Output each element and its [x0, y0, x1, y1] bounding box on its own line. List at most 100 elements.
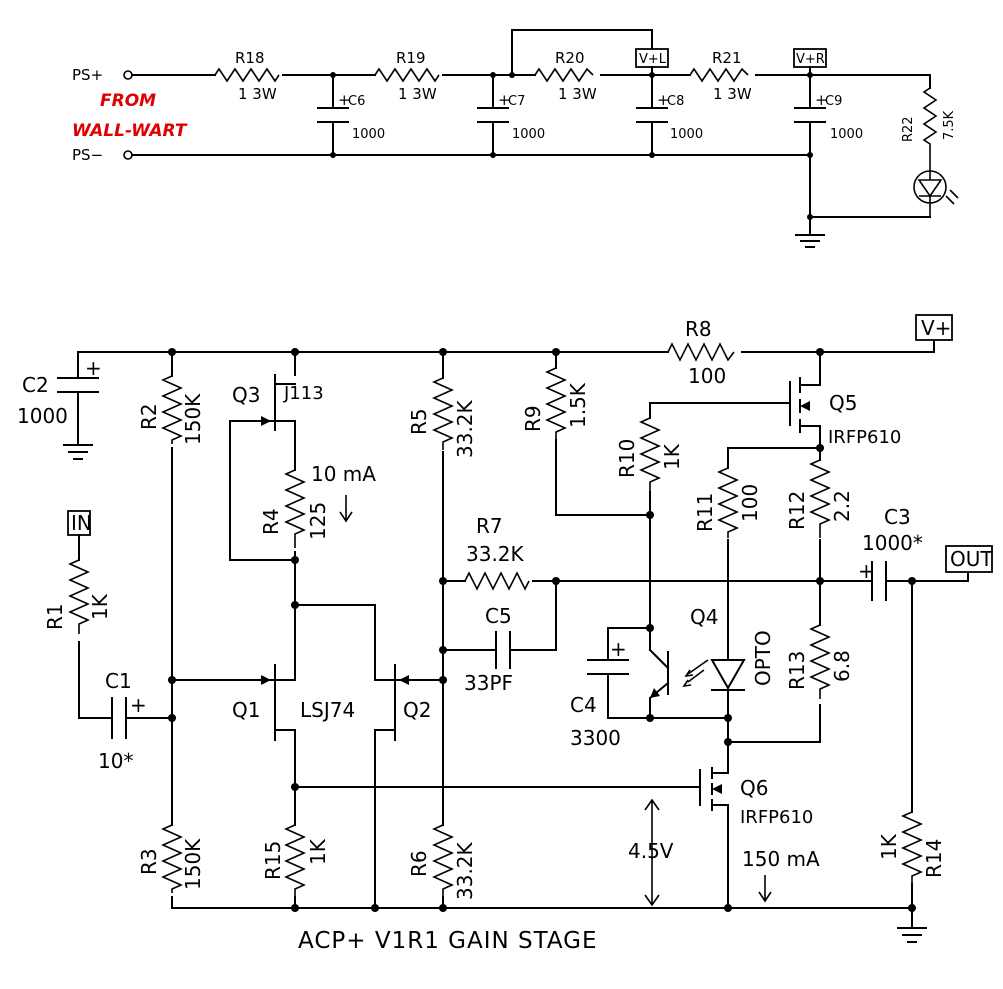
r15-ref: R15 [261, 841, 285, 880]
q1-jfet [274, 664, 296, 826]
diagram-title: ACP+ V1R1 GAIN STAGE [298, 928, 598, 954]
q3-part: J113 [283, 383, 324, 404]
q4-opto-coupler [648, 648, 746, 769]
q3-gate-wire [229, 420, 296, 561]
r15-resistor [284, 824, 306, 905]
from-label: FROM [100, 91, 156, 111]
r22-ref: R22 [901, 116, 916, 142]
q5-source-wire [799, 425, 821, 449]
r8-ref: R8 [685, 317, 712, 341]
r21-ref: R21 [712, 49, 742, 67]
current-150ma-label: 150 mA [742, 847, 820, 871]
r18-resistor [214, 67, 280, 83]
q6-mosfet [699, 741, 729, 909]
q4-ref: Q4 [690, 605, 718, 629]
c4-capacitor [587, 659, 629, 675]
r20-resistor [534, 67, 594, 83]
c4-value: 3300 [570, 726, 621, 750]
q3-ref: Q3 [232, 383, 260, 407]
c6-capacitor [317, 74, 349, 156]
r19-resistor [374, 67, 440, 83]
r9-value: 1.5K [566, 382, 590, 428]
q3-gate-arrow-icon [261, 416, 271, 426]
r7-resistor [464, 571, 530, 591]
ps-plus-label: PS+ [72, 66, 103, 84]
input-label: IN [71, 511, 92, 535]
output-ground-icon [897, 927, 927, 943]
c7-value: 1000 [512, 127, 545, 142]
r11-value: 100 [738, 484, 762, 522]
r18-value: 1 3W [238, 85, 277, 103]
r7-ref: R7 [476, 514, 503, 538]
r1-value: 1K [88, 593, 112, 620]
r4-ref: R4 [259, 508, 283, 535]
ps-minus-label: PS− [72, 146, 103, 164]
q2-drain-wire [294, 604, 376, 681]
r14-value: 1K [877, 833, 901, 860]
r15-value: 1K [306, 838, 330, 865]
r11-resistor [717, 467, 739, 538]
vplus-rail [77, 339, 935, 353]
c2-ground-icon [63, 444, 93, 460]
r13-value: 6.8 [830, 650, 854, 682]
c5-ref: C5 [485, 604, 512, 628]
q5-arrow-icon [800, 401, 810, 411]
r12-resistor [809, 459, 831, 538]
output-wire [885, 571, 969, 582]
led-indicator-icon [913, 170, 959, 217]
r21-resistor [689, 67, 749, 83]
c9-ref: C9 [825, 94, 842, 109]
r11-ref: R11 [693, 493, 717, 532]
voltage-arrow-icon [644, 798, 660, 907]
dual-jfet-part: LSJ74 [300, 698, 355, 722]
ps-minus-terminal [123, 150, 133, 160]
current-10ma-arrow-icon [339, 495, 353, 523]
c8-ref: C8 [667, 94, 684, 109]
r20-ref: R20 [555, 49, 585, 67]
gain-junction-dots [168, 348, 916, 912]
r13-wire [727, 704, 821, 743]
supply-ground-wire [809, 154, 931, 236]
r5-resistor [432, 377, 454, 450]
c1-plus: + [130, 693, 147, 717]
q6-arrow-icon [712, 784, 722, 794]
c4-ref: C4 [570, 693, 597, 717]
c7-capacitor [477, 74, 509, 156]
q3-jfet [274, 351, 296, 471]
r3-value: 150K [181, 838, 205, 890]
r4-value: 125 [306, 502, 330, 540]
r6-ref: R6 [407, 850, 431, 877]
c3-ref: C3 [884, 505, 911, 529]
r12-value: 2.2 [830, 490, 854, 522]
r14-resistor [901, 811, 923, 892]
voltage-45-label: 4.5V [628, 839, 674, 863]
c8-capacitor [636, 74, 668, 156]
r6-resistor [432, 824, 454, 905]
c3-plus: + [858, 559, 875, 583]
r5-value: 33.2K [453, 399, 477, 458]
supply-ground-icon [795, 234, 825, 248]
gain-stage-section: V+ + C2 1000 R2 150K R3 150K IN R1 1K C1… [17, 314, 993, 954]
c4-wire [607, 627, 729, 719]
r3-ref: R3 [137, 848, 161, 875]
c1-value: 10* [98, 749, 133, 773]
r19-value: 1 3W [398, 85, 437, 103]
c7-plus: + [498, 91, 511, 109]
r2-value: 150K [181, 393, 205, 445]
c5-wire [442, 580, 557, 651]
q1-ref: Q1 [232, 698, 260, 722]
r13-ref: R13 [785, 651, 809, 690]
c1-ref: C1 [105, 669, 132, 693]
current-10ma-label: 10 mA [311, 462, 376, 486]
r9-wire [555, 351, 651, 516]
q1-gate-arrow-icon [261, 675, 271, 685]
r10-value: 1K [660, 443, 684, 470]
r4-resistor [284, 469, 306, 548]
r2-ref: R2 [137, 403, 161, 430]
output-label: OUT [950, 547, 993, 571]
c9-value: 1000 [830, 127, 863, 142]
c6-plus: + [338, 91, 351, 109]
q4-part: OPTO [751, 630, 775, 686]
r9-ref: R9 [521, 405, 545, 432]
